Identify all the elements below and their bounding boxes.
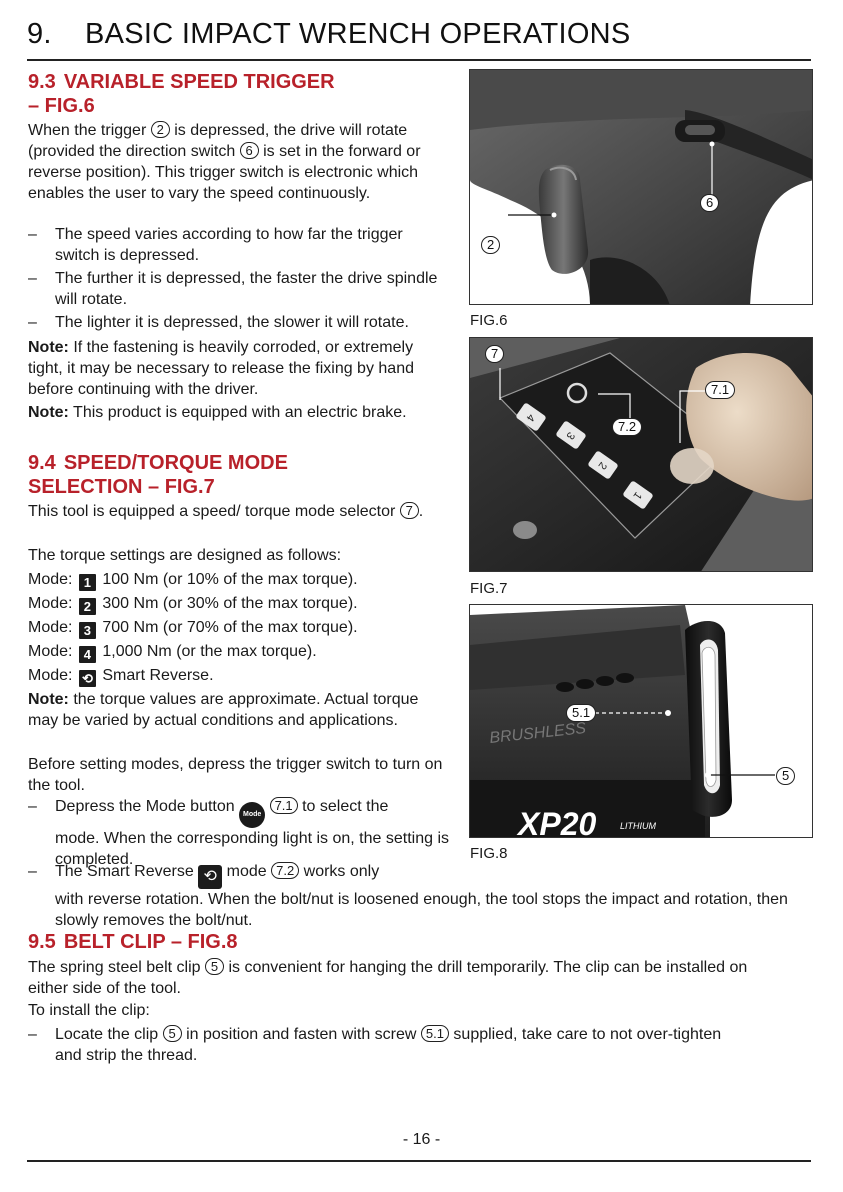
fig8-callout-5: 5 xyxy=(776,767,796,785)
list-item: – The Smart Reverse ⟲ mode 7.2 works onl… xyxy=(28,862,788,929)
mode-4-icon: 4 xyxy=(78,646,96,663)
fig6-callout-6: 6 xyxy=(700,194,720,212)
callout-ref: 2 xyxy=(150,121,170,138)
section-9-4-intro: This tool is equipped a speed/ torque mo… xyxy=(28,502,424,520)
fig7-image: 4 3 2 1 xyxy=(469,337,813,572)
fig6-caption: FIG.6 xyxy=(470,312,508,329)
section-9-3-heading-fig: – FIG.6 xyxy=(28,95,95,117)
callout-ref: 7.1 xyxy=(269,797,298,814)
note: Note: This product is equipped with an e… xyxy=(28,404,407,421)
header-rule xyxy=(27,59,811,61)
mode-3-icon: 3 xyxy=(78,622,96,639)
mode-2-icon: 2 xyxy=(78,598,96,615)
callout-ref: 6 xyxy=(239,142,259,159)
fig6-image xyxy=(469,69,813,305)
torque-settings-intro: The torque settings are designed as foll… xyxy=(28,547,342,564)
callout-ref: 5 xyxy=(162,1025,182,1042)
fig8-caption: FIG.8 xyxy=(470,845,508,862)
fig7-callout-7: 7 xyxy=(485,345,505,363)
list-item: – Depress the Mode button Mode 7.1 to se… xyxy=(28,797,449,868)
fig7-caption: FIG.7 xyxy=(470,580,508,597)
mode-row-3: Mode: 3 700 Nm (or 70% of the max torque… xyxy=(28,619,358,639)
mode-row-1: Mode: 1 100 Nm (or 10% of the max torque… xyxy=(28,571,358,591)
lithium-label: LITHIUM xyxy=(620,821,657,831)
fig7-callout-7-1: 7.1 xyxy=(705,381,736,399)
callout-ref: 5.1 xyxy=(420,1025,449,1042)
fig8-callout-5-1: 5.1 xyxy=(566,704,597,722)
install-label: To install the clip: xyxy=(28,1002,150,1019)
key-label: 1 xyxy=(631,489,644,501)
callout-ref: 7.2 xyxy=(271,862,300,879)
list-item: –The further it is depressed, the faster… xyxy=(28,270,438,308)
smart-reverse-icon: ⟲ xyxy=(198,865,223,889)
callout-ref: 7 xyxy=(399,502,419,519)
footer-rule xyxy=(27,1160,811,1162)
note: Note: the torque values are approximate.… xyxy=(28,691,419,729)
xp20-logo: XP20 xyxy=(516,806,596,838)
mode-1-icon: 1 xyxy=(78,574,96,591)
before-setting-text: Before setting modes, depress the trigge… xyxy=(28,756,443,794)
mode-row-reverse: Mode: ⟲ Smart Reverse. xyxy=(28,667,214,687)
fig6-callout-2: 2 xyxy=(481,236,501,254)
mode-row-4: Mode: 4 1,000 Nm (or the max torque). xyxy=(28,643,317,663)
mode-row-2: Mode: 2 300 Nm (or 30% of the max torque… xyxy=(28,595,358,615)
callout-ref: 5 xyxy=(204,958,224,975)
list-item: –The speed varies according to how far t… xyxy=(28,226,403,264)
section-9-3-intro: When the trigger 2 is depressed, the dri… xyxy=(28,121,421,202)
section-9-5-intro: The spring steel belt clip 5 is convenie… xyxy=(28,958,748,997)
page-number: - 16 - xyxy=(402,1131,441,1148)
key-label: 4 xyxy=(524,411,537,423)
key-label: 2 xyxy=(596,459,609,471)
smart-reverse-icon: ⟲ xyxy=(78,670,96,687)
list-item: – Locate the clip 5 in position and fast… xyxy=(28,1025,722,1064)
mode-button-icon: Mode xyxy=(239,802,266,828)
note: Note: If the fastening is heavily corrod… xyxy=(28,339,414,398)
section-9-4-heading-fig: SELECTION – FIG.7 xyxy=(28,476,215,498)
page-title: 9.BASIC IMPACT WRENCH OPERATIONS xyxy=(27,18,631,50)
fig8-image: BRUSHLESS XP20 LITHIUM xyxy=(469,604,813,838)
list-item: –The lighter it is depressed, the slower… xyxy=(28,314,409,331)
fig7-callout-7-2: 7.2 xyxy=(612,418,643,436)
key-label: 3 xyxy=(564,429,577,441)
